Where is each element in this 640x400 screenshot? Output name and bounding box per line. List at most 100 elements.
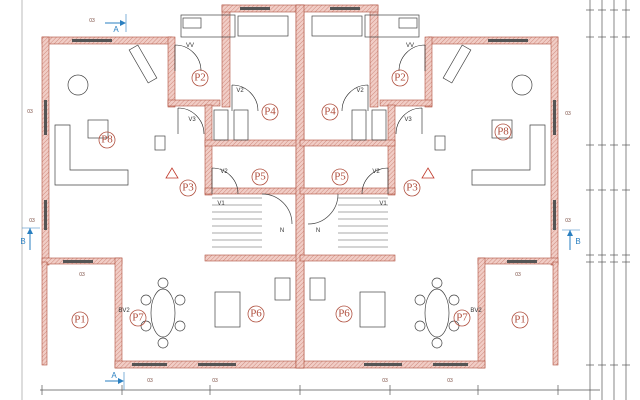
dim-label: 03 [447, 378, 453, 384]
room-p8: P8 [101, 134, 113, 146]
room-labels-left: P1 P2 P3 P4 P5 P6 P7 P8 [71, 69, 279, 329]
dim-label: 03 [29, 218, 35, 224]
window [44, 200, 47, 230]
room-p7: P7 [132, 312, 144, 324]
door-label: V3 [404, 117, 412, 123]
chair [414, 294, 426, 306]
dim-label: 03 [565, 218, 571, 224]
section-markers: A A B B [20, 14, 581, 390]
dim-label: 03 [147, 378, 153, 384]
door-label: V1 [379, 201, 387, 207]
wardrobe [371, 109, 387, 141]
door-swing [231, 84, 259, 112]
armchair [67, 74, 89, 96]
chair [174, 320, 186, 332]
chair [157, 337, 169, 349]
room-p6: P6 [250, 308, 262, 320]
dining-table [424, 288, 450, 338]
dim-label: 03 [382, 378, 388, 384]
coffee-table [491, 119, 513, 139]
room-p4: P4 [264, 106, 276, 118]
chair [140, 294, 152, 306]
room-p6: P6 [338, 308, 350, 320]
room-p1: P1 [514, 314, 526, 326]
door-swing [395, 107, 423, 135]
window [198, 363, 236, 366]
wall-segment [379, 99, 433, 107]
fireplace [154, 135, 166, 151]
wall-segment [167, 99, 221, 107]
window [44, 100, 47, 135]
window [507, 260, 537, 263]
door-labels: VV VV V2 V2 V3 V3 V2 V2 V1 V1 BV2 BV2 N … [118, 43, 482, 314]
window [72, 39, 112, 42]
door-label: VV [406, 43, 414, 49]
wall-segment [204, 139, 301, 147]
door-swing [174, 44, 202, 72]
door-label: V2 [372, 169, 380, 175]
fireplace [434, 135, 446, 151]
room-p2: P2 [194, 72, 206, 84]
wall-segment [550, 36, 559, 266]
room-p3: P3 [182, 182, 194, 194]
chair [140, 320, 152, 332]
wardrobe [213, 109, 229, 141]
wall-segment [204, 187, 301, 195]
dim-label: 03 [565, 111, 571, 117]
spiral-stair [261, 193, 293, 225]
chair [431, 337, 443, 349]
desk [311, 15, 363, 37]
wall-segment [204, 104, 213, 196]
sofa [471, 124, 546, 186]
tv-cabinet [128, 44, 158, 84]
door-label: V2 [236, 88, 244, 94]
window [553, 100, 556, 135]
doormat [182, 17, 202, 29]
window [553, 200, 556, 230]
section-b-right: B [575, 237, 580, 246]
room-p1: P1 [74, 314, 86, 326]
room-p7: P7 [456, 312, 468, 324]
chair [448, 320, 460, 332]
wall-segment [552, 261, 559, 366]
room-p5: P5 [254, 171, 266, 183]
room-labels-right: P1 P2 P3 P4 P5 P6 P7 P8 [321, 69, 529, 329]
tv-cabinet [442, 44, 472, 84]
entrance-porch [180, 14, 236, 38]
room-p2: P2 [394, 72, 406, 84]
doormat [398, 17, 418, 29]
wall-segment [424, 36, 433, 108]
window [63, 260, 93, 263]
wall-segment [295, 4, 305, 369]
chair [414, 320, 426, 332]
door-label: BV2 [118, 308, 130, 314]
wall-segment [167, 36, 176, 108]
spiral-stair [307, 193, 339, 225]
wall-segment [221, 4, 231, 108]
entrance-porch [364, 14, 420, 38]
dimension-labels: 03 03 03 03 03 03 03 03 03 03 03 [27, 18, 571, 384]
section-a-bottom: A [111, 371, 117, 380]
dim-label: 03 [212, 378, 218, 384]
kitchen-island [359, 291, 386, 328]
washing-machine [274, 277, 291, 301]
dimension-lines [40, 0, 630, 400]
wall-segment [387, 104, 396, 196]
room-p3: P3 [406, 182, 418, 194]
door-label: V3 [188, 117, 196, 123]
chair [157, 277, 169, 289]
wall-segment [299, 254, 396, 262]
warning-icon [165, 167, 179, 179]
dim-label: 03 [515, 272, 521, 278]
door-label: BV2 [470, 308, 482, 314]
window [488, 39, 528, 42]
window [132, 363, 167, 366]
desk [237, 15, 289, 37]
door-label: VV [186, 43, 194, 49]
door-swing [341, 84, 369, 112]
coffee-table [87, 119, 109, 139]
window [433, 363, 468, 366]
dim-label: 03 [79, 272, 85, 278]
kitchen-island [214, 291, 241, 328]
sofa [54, 124, 129, 186]
